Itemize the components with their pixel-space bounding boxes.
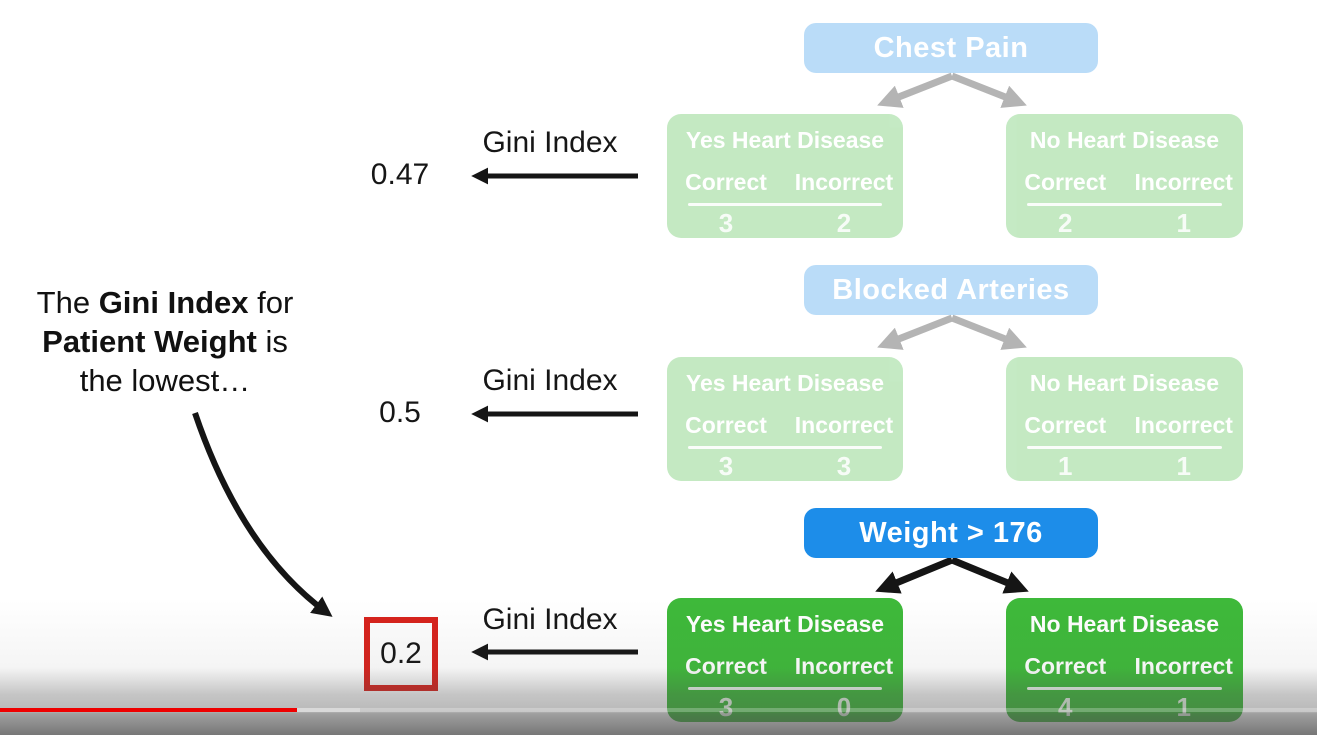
progress-played-segment [0, 708, 297, 712]
branch-arrow-right-icon [950, 72, 1027, 108]
correct-count: 2 [1058, 208, 1073, 238]
branch-arrow-right-icon [950, 314, 1027, 350]
node-label: Chest Pain [873, 31, 1029, 64]
divider-line [688, 687, 882, 690]
leaf-node-yes-heart-disease: Yes Heart Disease Correct Incorrect 3 3 [667, 357, 903, 481]
gini-value: 0.2 [380, 637, 422, 670]
branch-arrow-left-icon [877, 72, 954, 108]
col-header-incorrect: Incorrect [1134, 412, 1233, 438]
col-header-incorrect: Incorrect [1134, 169, 1233, 195]
leaf-title: Yes Heart Disease [685, 611, 885, 637]
correct-count: 1 [1058, 451, 1073, 481]
leaf-title: No Heart Disease [1029, 611, 1220, 637]
annotation-plain: The [36, 285, 99, 320]
col-header-incorrect: Incorrect [794, 653, 894, 679]
col-header-correct: Correct [685, 653, 767, 679]
incorrect-count: 2 [836, 208, 852, 238]
branch-arrow-left-icon [875, 556, 954, 594]
correct-count: 3 [718, 208, 734, 238]
leaf-title: Yes Heart Disease [685, 370, 885, 396]
annotation-bold-gini-index: Gini Index [98, 285, 249, 320]
divider-line [688, 203, 882, 206]
col-header-correct: Correct [1024, 653, 1107, 679]
col-header-incorrect: Incorrect [794, 412, 894, 438]
gini-value: 0.47 [370, 158, 430, 191]
node-label: Weight > 176 [859, 516, 1043, 549]
gini-index-label: Gini Index [482, 126, 618, 159]
video-progress-bar[interactable] [0, 708, 1317, 712]
progress-buffered-segment [297, 708, 360, 712]
gini-index-label: Gini Index [482, 364, 618, 397]
gini-index-label: Gini Index [482, 603, 618, 636]
tree-root-blocked-arteries: Blocked Arteries [804, 265, 1098, 315]
branch-arrow-right-icon [950, 556, 1029, 594]
leaf-title: No Heart Disease [1029, 370, 1220, 396]
incorrect-count: 1 [1176, 208, 1191, 238]
divider-line [1027, 203, 1222, 206]
col-header-correct: Correct [1024, 169, 1107, 195]
leaf-node-yes-heart-disease: Yes Heart Disease Correct Incorrect 3 2 [667, 114, 903, 238]
annotation-bold-patient-weight: Patient Weight [42, 324, 257, 359]
divider-line [1027, 687, 1222, 690]
branch-arrow-left-icon [877, 314, 954, 350]
tree-root-weight-176: Weight > 176 [804, 508, 1098, 558]
tree-root-chest-pain: Chest Pain [804, 23, 1098, 73]
incorrect-count: 3 [836, 451, 852, 481]
curved-arrow-icon [192, 412, 333, 617]
leaf-title: No Heart Disease [1029, 127, 1220, 153]
col-header-incorrect: Incorrect [794, 169, 894, 195]
leaf-node-no-heart-disease: No Heart Disease Correct Incorrect 2 1 [1006, 114, 1243, 238]
node-label: Blocked Arteries [832, 273, 1070, 306]
annotation-plain: is [256, 324, 288, 359]
divider-line [1027, 446, 1222, 449]
incorrect-count: 1 [1176, 451, 1191, 481]
annotation-text: The Gini Index for Patient Weight is the… [12, 283, 318, 400]
gini-value: 0.5 [379, 396, 421, 429]
divider-line [688, 446, 882, 449]
col-header-correct: Correct [685, 412, 767, 438]
col-header-correct: Correct [1024, 412, 1107, 438]
col-header-correct: Correct [685, 169, 767, 195]
correct-count: 3 [718, 451, 734, 481]
annotation-plain: for [248, 285, 294, 320]
lowest-gini-highlight-box: 0.2 [364, 617, 438, 691]
annotation-plain: the lowest… [79, 363, 251, 398]
leaf-node-no-heart-disease: No Heart Disease Correct Incorrect 1 1 [1006, 357, 1243, 481]
leaf-title: Yes Heart Disease [685, 127, 885, 153]
col-header-incorrect: Incorrect [1134, 653, 1233, 679]
